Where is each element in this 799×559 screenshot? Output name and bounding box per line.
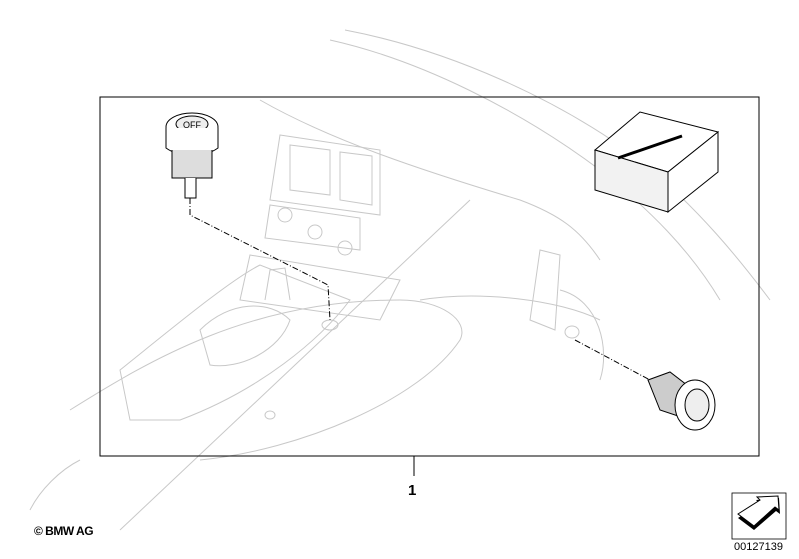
socket-right <box>647 371 716 431</box>
assembly-frame <box>99 96 760 457</box>
part-number-label[interactable]: 1 <box>408 482 417 499</box>
socket-with-off-cap: OFF <box>165 112 219 199</box>
leader-lines <box>189 198 651 381</box>
dashboard-sketch <box>29 29 771 531</box>
off-cap-text: OFF <box>183 120 201 130</box>
package-box <box>593 111 720 214</box>
copyright-text: © BMW AG <box>34 524 94 538</box>
diagram-number: 00127139 <box>734 541 783 553</box>
navigation-arrow-icon[interactable] <box>731 492 787 540</box>
